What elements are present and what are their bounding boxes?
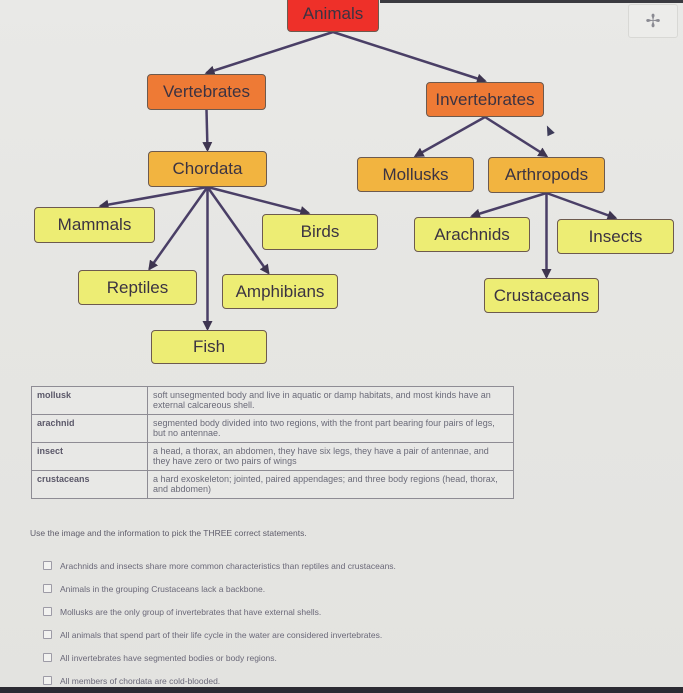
edge-chordata-to-amphibians [206,186,270,275]
edge-invertebrates-to-arthropods [484,115,549,158]
node-mammals: Mammals [34,207,155,243]
node-label: Mammals [57,215,132,234]
edge-chordata-to-birds [207,185,311,216]
edge-chordata-to-reptiles [148,186,209,271]
answer-option[interactable]: Mollusks are the only group of invertebr… [43,600,396,623]
definition-cell: segmented body divided into two regions,… [147,414,514,443]
option-label: All animals that spend part of their lif… [60,629,383,640]
node-label: Invertebrates [435,89,535,109]
edge-animals-to-vertebrates [204,30,334,76]
checkbox[interactable] [43,676,52,685]
checkbox[interactable] [43,607,52,616]
checkbox[interactable] [43,653,52,662]
question-prompt: Use the image and the information to pic… [30,528,307,538]
term-cell: mollusk [31,386,148,415]
answer-option[interactable]: Arachnids and insects share more common … [43,554,396,577]
node-amphibians: Amphibians [222,274,338,309]
edge-chordata-to-mammals [98,185,208,210]
node-label: Animals [302,4,364,23]
term-cell: arachnid [31,414,148,443]
answer-option[interactable]: All invertebrates have segmented bodies … [43,646,396,669]
definition-cell: a head, a thorax, an abdomen, they have … [147,442,514,471]
option-label: All invertebrates have segmented bodies … [60,652,277,663]
node-arachnids: Arachnids [414,217,530,252]
classification-diagram: Animals Vertebrates Invertebrates Chorda… [34,0,674,364]
option-label: Arachnids and insects share more common … [60,560,396,571]
answer-option[interactable]: All animals that spend part of their lif… [43,623,396,646]
term-cell: crustaceans [31,470,148,499]
option-label: Animals in the grouping Crustaceans lack… [60,583,266,594]
node-birds: Birds [262,214,378,250]
node-label: Crustaceans [493,285,590,305]
answer-option[interactable]: All members of chordata are cold-blooded… [43,669,396,692]
node-mollusks: Mollusks [357,157,474,192]
node-vertebrates: Vertebrates [147,74,266,110]
edge-arthropods-to-arachnids [470,191,547,219]
node-label: Insects [588,226,643,246]
checkbox[interactable] [43,630,52,639]
node-fish: Fish [151,330,267,364]
definition-cell: a hard exoskeleton; jointed, paired appe… [147,470,514,499]
option-label: All members of chordata are cold-blooded… [60,675,221,686]
node-invertebrates: Invertebrates [426,82,544,117]
node-animals: Animals [287,0,379,32]
node-insects: Insects [557,219,674,254]
node-reptiles: Reptiles [78,270,197,305]
definition-cell: soft unsegmented body and live in aquati… [147,386,514,415]
node-label: Mollusks [382,164,449,184]
edge-invertebrates-to-mollusks [413,115,486,158]
diagram-edges [98,30,618,331]
node-label: Chordata [172,159,243,178]
screen-bottom-edge [0,687,683,693]
node-label: Birds [300,222,340,241]
answer-options: Arachnids and insects share more common … [43,554,396,692]
move-cross-icon: ✢ [645,10,661,31]
checkbox[interactable] [43,561,52,570]
term-cell: insect [31,442,148,471]
node-label: Vertebrates [163,82,250,101]
node-label: Arthropods [504,165,589,184]
edge-vertebrates-to-chordata [202,109,213,152]
node-label: Amphibians [235,281,325,301]
option-label: Mollusks are the only group of invertebr… [60,606,322,617]
screen-top-edge [380,0,683,3]
move-button[interactable]: ✢ [628,4,678,38]
node-label: Arachnids [434,224,510,244]
checkbox[interactable] [43,584,52,593]
edge-animals-to-invertebrates [332,30,487,84]
edge-arthropods-to-insects [546,191,618,220]
answer-option[interactable]: Animals in the grouping Crustaceans lack… [43,577,396,600]
node-arthropods: Arthropods [488,157,605,193]
node-chordata: Chordata [148,151,267,187]
node-label: Reptiles [106,277,169,297]
node-label: Fish [192,337,226,356]
node-crustaceans: Crustaceans [484,278,599,313]
